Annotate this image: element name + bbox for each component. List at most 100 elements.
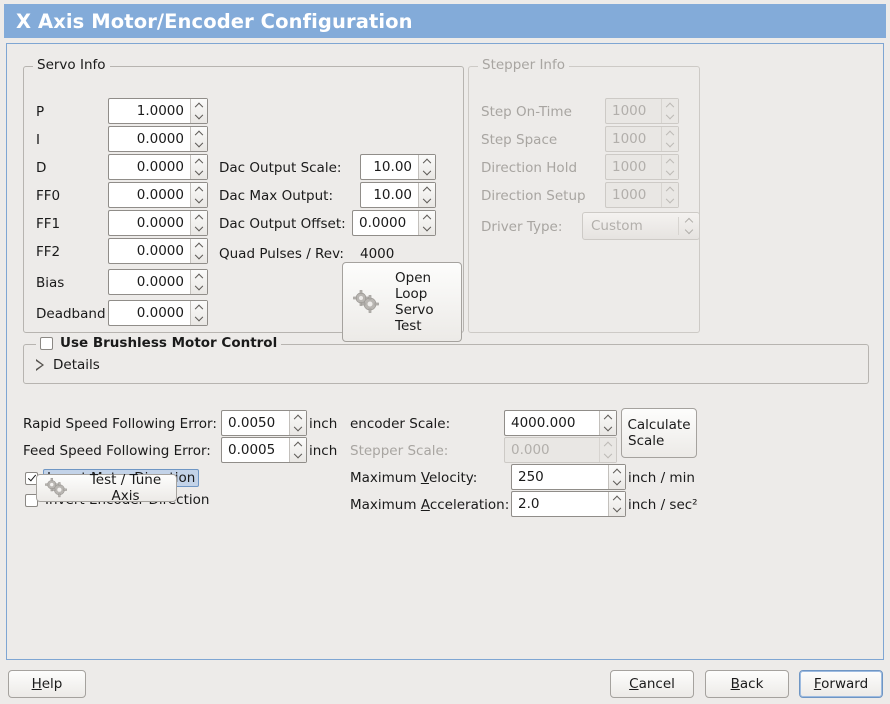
servo-spin-deadband[interactable]: 0.0000 — [108, 300, 208, 326]
help-button[interactable]: Help — [8, 670, 86, 698]
spin-up-icon[interactable] — [290, 438, 306, 450]
spin-down-icon[interactable] — [419, 195, 435, 207]
spin-up-icon[interactable] — [191, 99, 207, 111]
servo-spin-p-value[interactable]: 1.0000 — [136, 103, 184, 119]
maximum-acceleration-value[interactable]: 2.0 — [518, 496, 540, 512]
spin-down-icon[interactable] — [419, 223, 435, 235]
test-tune-axis-button[interactable]: Test / Tune Axis — [36, 472, 177, 504]
checkbox-box[interactable] — [40, 336, 53, 350]
open-loop-servo-test-button[interactable]: Open Loop Servo Test — [342, 262, 462, 342]
servo-spin-ff2-buttons[interactable] — [190, 239, 207, 263]
forward-label: Forward — [813, 676, 869, 692]
spin-up-icon[interactable] — [191, 239, 207, 251]
spin-up-icon[interactable] — [191, 270, 207, 282]
direction-setup-value: 1000 — [612, 187, 647, 203]
maximum-velocity-value[interactable]: 250 — [518, 469, 544, 485]
spin-up-icon[interactable] — [191, 301, 207, 313]
spin-up-icon[interactable] — [290, 411, 306, 423]
spin-up-icon[interactable] — [609, 465, 625, 477]
spin-down-icon[interactable] — [609, 504, 625, 516]
dac-output-scale-spin[interactable]: 10.00 — [360, 154, 436, 180]
servo-spin-ff0[interactable]: 0.0000 — [108, 182, 208, 208]
spin-up-icon[interactable] — [191, 211, 207, 223]
servo-spin-bias-buttons[interactable] — [190, 270, 207, 294]
window-titlebar: X Axis Motor/Encoder Configuration — [4, 4, 886, 38]
servo-spin-deadband-value[interactable]: 0.0000 — [136, 305, 184, 321]
servo-spin-ff0-buttons[interactable] — [190, 183, 207, 207]
dac-output-offset-spin[interactable]: 0.0000 — [352, 210, 436, 236]
spin-up-icon[interactable] — [419, 211, 435, 223]
servo-spin-d-value[interactable]: 0.0000 — [136, 159, 184, 175]
servo-spin-bias-value[interactable]: 0.0000 — [136, 274, 184, 290]
servo-spin-p-buttons[interactable] — [190, 99, 207, 123]
spin-down-icon[interactable] — [191, 111, 207, 123]
feed-speed-following-error-spin[interactable]: 0.0005 — [221, 437, 307, 463]
spin-up-icon[interactable] — [609, 492, 625, 504]
dac-max-output-spin[interactable]: 10.00 — [360, 182, 436, 208]
servo-spin-d[interactable]: 0.0000 — [108, 154, 208, 180]
back-button-real[interactable]: Back — [705, 670, 789, 698]
calculate-scale-button[interactable]: Calculate Scale — [621, 408, 697, 458]
spin-up-icon[interactable] — [191, 183, 207, 195]
spin-down-icon[interactable] — [419, 167, 435, 179]
maximum-velocity-buttons[interactable] — [608, 465, 625, 489]
step-space-value: 1000 — [612, 131, 647, 147]
spin-down-icon[interactable] — [191, 282, 207, 294]
details-expander[interactable]: Details — [36, 357, 100, 373]
spin-up-icon — [600, 438, 616, 450]
servo-spin-ff0-value[interactable]: 0.0000 — [136, 187, 184, 203]
spin-down-icon[interactable] — [290, 423, 306, 435]
servo-spin-d-buttons[interactable] — [190, 155, 207, 179]
driver-type-value: Custom — [591, 218, 643, 234]
encoder-scale-value[interactable]: 4000.000 — [511, 415, 576, 431]
maximum-velocity-spin[interactable]: 250 — [511, 464, 626, 490]
chevron-right-icon[interactable] — [36, 359, 44, 371]
maximum-velocity-label-post: elocity: — [429, 470, 478, 486]
spin-down-icon[interactable] — [609, 477, 625, 489]
rapid-spin-buttons[interactable] — [289, 411, 306, 435]
encoder-scale-spin[interactable]: 4000.000 — [504, 410, 617, 436]
cancel-button-real[interactable]: Cancel — [610, 670, 694, 698]
servo-spin-ff1-value[interactable]: 0.0000 — [136, 215, 184, 231]
dac-output-scale-value[interactable]: 10.00 — [373, 159, 412, 175]
feed-speed-following-error-value[interactable]: 0.0005 — [228, 442, 276, 458]
dac-max-output-value[interactable]: 10.00 — [373, 187, 412, 203]
spin-down-icon[interactable] — [191, 251, 207, 263]
spin-down-icon[interactable] — [191, 223, 207, 235]
spin-down-icon[interactable] — [191, 139, 207, 151]
servo-spin-ff2-value[interactable]: 0.0000 — [136, 243, 184, 259]
spin-up-icon[interactable] — [419, 183, 435, 195]
rapid-speed-following-error-spin[interactable]: 0.0050 — [221, 410, 307, 436]
spin-down-icon[interactable] — [191, 313, 207, 325]
servo-spin-ff2[interactable]: 0.0000 — [108, 238, 208, 264]
servo-spin-i-buttons[interactable] — [190, 127, 207, 151]
rapid-speed-following-error-value[interactable]: 0.0050 — [228, 415, 276, 431]
dac-output-scale-buttons[interactable] — [418, 155, 435, 179]
servo-spin-ff1-buttons[interactable] — [190, 211, 207, 235]
dac-max-output-buttons[interactable] — [418, 183, 435, 207]
use-brushless-motor-control-checkbox[interactable]: Use Brushless Motor Control — [36, 335, 282, 351]
servo-spin-i[interactable]: 0.0000 — [108, 126, 208, 152]
spin-up-icon[interactable] — [600, 411, 616, 423]
direction-setup-buttons — [661, 183, 678, 207]
encoder-scale-buttons[interactable] — [599, 411, 616, 435]
spin-up-icon[interactable] — [419, 155, 435, 167]
spin-up-icon[interactable] — [191, 155, 207, 167]
servo-spin-ff1[interactable]: 0.0000 — [108, 210, 208, 236]
maximum-acceleration-buttons[interactable] — [608, 492, 625, 516]
forward-button-real[interactable]: Forward — [799, 670, 883, 698]
servo-spin-deadband-buttons[interactable] — [190, 301, 207, 325]
spin-down-icon[interactable] — [600, 423, 616, 435]
spin-down-icon[interactable] — [191, 167, 207, 179]
spin-down-icon[interactable] — [191, 195, 207, 207]
maximum-acceleration-spin[interactable]: 2.0 — [511, 491, 626, 517]
servo-spin-p[interactable]: 1.0000 — [108, 98, 208, 124]
servo-spin-i-value[interactable]: 0.0000 — [136, 131, 184, 147]
dac-output-offset-value[interactable]: 0.0000 — [359, 215, 407, 231]
feed-spin-buttons[interactable] — [289, 438, 306, 462]
rapid-speed-following-error-label: Rapid Speed Following Error: — [23, 416, 217, 432]
spin-up-icon[interactable] — [191, 127, 207, 139]
dac-output-offset-buttons[interactable] — [418, 211, 435, 235]
spin-down-icon[interactable] — [290, 450, 306, 462]
servo-spin-bias[interactable]: 0.0000 — [108, 269, 208, 295]
